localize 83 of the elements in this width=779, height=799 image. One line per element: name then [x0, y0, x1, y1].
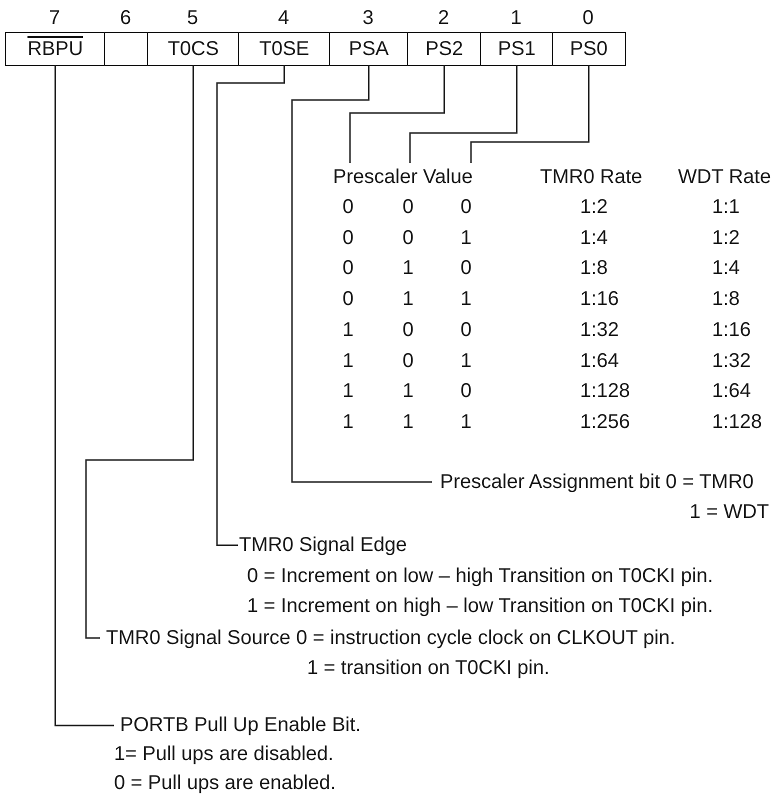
rate-value: 1:1 — [712, 195, 740, 219]
leader-line — [54, 66, 114, 726]
bit-number: 1 — [510, 6, 522, 30]
column-header: TMR0 Rate — [540, 165, 642, 189]
register-bit-cell — [407, 32, 482, 66]
bit-name: RBPU — [27, 38, 84, 60]
description-line: 0 = Pull ups are enabled. — [114, 771, 337, 796]
prescaler-bit-value: 1 — [402, 379, 414, 404]
bit-number: 0 — [582, 6, 594, 30]
rate-value: 1:4 — [712, 256, 740, 280]
rate-value: 1:8 — [712, 287, 740, 312]
prescaler-bit-value: 1 — [342, 318, 354, 342]
leader-line — [85, 66, 194, 639]
bit-number: 2 — [438, 6, 450, 30]
prescaler-bit-value: 0 — [402, 226, 414, 250]
register-bit-cell — [329, 32, 408, 66]
rate-value: 1:2 — [580, 195, 608, 219]
register-bit-cell — [147, 32, 240, 66]
prescaler-bit-value: 0 — [460, 256, 472, 280]
bit-number: 5 — [186, 6, 198, 30]
description-heading: TMR0 Signal Edge — [238, 533, 408, 558]
leader-line — [470, 66, 590, 163]
prescaler-bit-value: 0 — [460, 379, 472, 404]
rate-value: 1:32 — [580, 318, 619, 342]
description-heading: Prescaler Assignment bit 0 = TMR0 — [439, 470, 755, 495]
rate-value: 1:16 — [712, 318, 751, 342]
rate-value: 1:32 — [712, 348, 751, 372]
prescaler-bit-value: 0 — [342, 195, 354, 219]
prescaler-bit-value: 1 — [342, 379, 354, 404]
prescaler-bit-value: 1 — [402, 256, 414, 280]
description-heading: PORTB Pull Up Enable Bit. — [119, 713, 361, 738]
rate-value: 1:128 — [712, 410, 762, 434]
column-header: WDT Rate — [678, 165, 771, 189]
rate-value: 1:2 — [712, 226, 740, 250]
prescaler-bit-value: 1 — [402, 287, 414, 312]
description-heading: TMR0 Signal Source 0 = instruction cycle clock on CLKOUT pin. — [105, 626, 676, 651]
rate-value: 1:64 — [712, 379, 751, 404]
description-line: 1 = transition on T0CKI pin. — [306, 656, 551, 681]
rate-value: 1:16 — [580, 287, 619, 312]
prescaler-bit-value: 0 — [342, 256, 354, 280]
prescaler-bit-value: 0 — [402, 195, 414, 219]
register-bit-cell — [104, 32, 148, 66]
register-bit-cell — [5, 32, 106, 66]
leader-line — [291, 66, 432, 483]
leader-line — [409, 66, 518, 163]
description-line: 1 = Increment on high – low Transition on T0CKI pin. — [246, 594, 714, 619]
register-bit-cell — [552, 32, 626, 66]
bit-name: T0CS — [168, 38, 219, 60]
prescaler-bit-value: 1 — [460, 410, 472, 434]
register-bit-cell — [480, 32, 554, 66]
rate-value: 1:64 — [580, 348, 619, 372]
prescaler-bit-value: 0 — [402, 348, 414, 372]
rate-value: 1:4 — [580, 226, 608, 250]
bit-number: 6 — [120, 6, 132, 30]
bit-number: 4 — [278, 6, 290, 30]
bit-name: PSA — [348, 38, 389, 60]
rate-value: 1:8 — [580, 256, 608, 280]
description-line: 1= Pull ups are disabled. — [114, 742, 335, 767]
prescaler-bit-value: 1 — [342, 410, 354, 434]
register-bit-cell — [238, 32, 330, 66]
prescaler-bit-value: 1 — [460, 226, 472, 250]
bit-name: PS0 — [570, 38, 608, 60]
leader-line — [349, 66, 445, 163]
bit-number: 7 — [48, 6, 60, 30]
table-header: Prescaler Value — [333, 163, 473, 191]
bit-name: PS2 — [425, 38, 464, 60]
prescaler-bit-value: 0 — [342, 287, 354, 312]
bit-name: T0SE — [259, 38, 310, 60]
prescaler-bit-value: 1 — [342, 348, 354, 372]
bit-number: 3 — [362, 6, 374, 30]
leader-line — [216, 66, 285, 546]
prescaler-bit-value: 1 — [402, 410, 414, 434]
prescaler-bit-value: 0 — [460, 318, 472, 342]
prescaler-bit-value: 0 — [342, 226, 354, 250]
prescaler-bit-value: 1 — [460, 287, 472, 312]
prescaler-bit-value: 0 — [402, 318, 414, 342]
prescaler-bit-value: 0 — [460, 195, 472, 219]
description-line: 0 = Increment on low – high Transition on T0CKI pin. — [246, 564, 714, 588]
bit-name: PS1 — [498, 38, 536, 60]
prescaler-bit-value: 1 — [460, 348, 472, 372]
rate-value: 1:256 — [580, 410, 630, 434]
description-line: 1 = WDT — [688, 500, 770, 525]
rate-value: 1:128 — [580, 379, 630, 404]
